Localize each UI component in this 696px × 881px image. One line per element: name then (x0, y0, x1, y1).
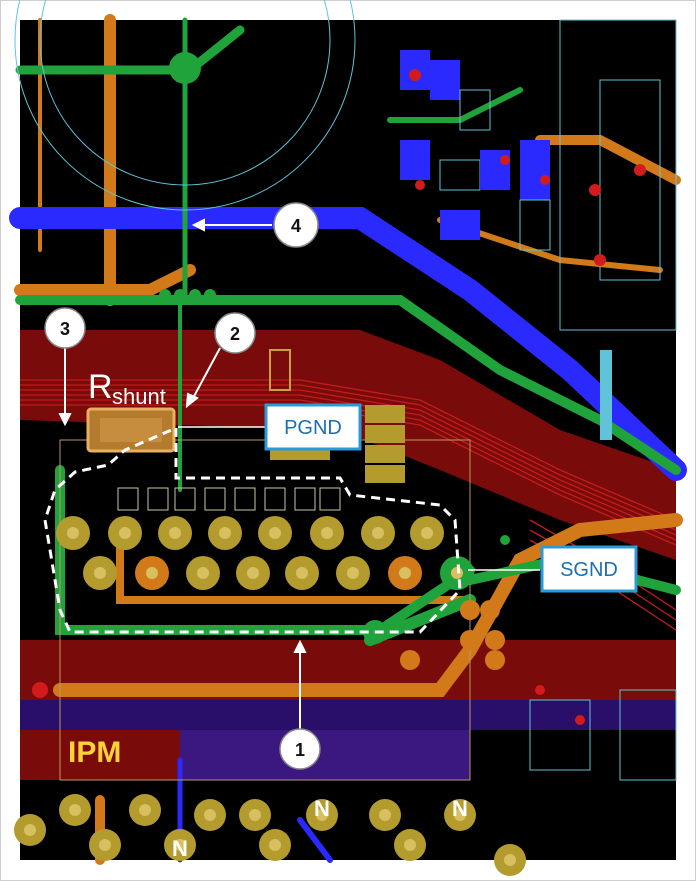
red-pour-upper (20, 330, 676, 560)
ipm-pin-hole (269, 527, 281, 539)
ipm-pin-hole (169, 527, 181, 539)
smd-components (269, 50, 677, 781)
ipm-pin-hole (94, 567, 106, 579)
ipm-pin-hole (219, 527, 231, 539)
ipm-pin-hole (321, 527, 333, 539)
ipm-pins (56, 516, 474, 590)
pgnd-label: PGND (284, 417, 342, 439)
rshunt-label-main: R (88, 368, 113, 406)
purple-ipm-region (180, 730, 470, 780)
ipm-small-pads (117, 487, 341, 511)
purple-pour (20, 700, 676, 730)
arrow-2 (191, 347, 221, 401)
rshunt-label-sub: shunt (112, 384, 166, 409)
callout-4-label: 4 (291, 216, 301, 236)
lower-pins (14, 794, 526, 876)
lower-pin-hole (504, 854, 516, 866)
ipm-pin-hole (372, 527, 384, 539)
n-labels: N N N (172, 796, 468, 861)
lower-pin-hole (69, 804, 81, 816)
callout-circles: 1 2 3 4 (44, 202, 321, 770)
lower-pin-hole (174, 839, 186, 851)
callout-arrows (58, 218, 540, 735)
callout-4: 4 (273, 202, 319, 248)
callout-1-label: 1 (295, 740, 305, 760)
lower-pin-hole (454, 809, 466, 821)
ipm-pin-hole (399, 567, 411, 579)
n-label-2: N (452, 796, 468, 821)
lower-pin-hole (24, 824, 36, 836)
callout-3-label: 3 (60, 319, 70, 339)
lower-pin-hole (204, 809, 216, 821)
callout-2: 2 (214, 312, 256, 354)
ipm-pin-hole (247, 567, 259, 579)
vias-orange (400, 600, 505, 670)
current-loop-path (43, 426, 462, 634)
pgnd-label-box: PGND (264, 403, 362, 451)
ipm-label: IPM (68, 736, 121, 769)
ipm-pin-hole (197, 567, 209, 579)
lower-pin-hole (99, 839, 111, 851)
shunt-resistor (86, 407, 176, 453)
ipm-pin-hole (347, 567, 359, 579)
callout-2-label: 2 (230, 324, 240, 344)
callout-1: 1 (279, 728, 321, 770)
lower-pin-hole (316, 809, 328, 821)
ipm-pin-hole (119, 527, 131, 539)
lower-pin-hole (404, 839, 416, 851)
n-label-1: N (314, 796, 330, 821)
ipm-pin-hole (146, 567, 158, 579)
ipm-pin-hole (67, 527, 79, 539)
ipm-pin-hole (421, 527, 433, 539)
sgnd-label-box: SGND (540, 545, 638, 593)
sgnd-label: SGND (560, 559, 618, 581)
ipm-pin-hole (296, 567, 308, 579)
n-label-3: N (172, 836, 188, 861)
lower-pin-hole (379, 809, 391, 821)
rshunt-label: R shunt (88, 368, 166, 409)
lower-pin-hole (249, 809, 261, 821)
lower-pin-hole (139, 804, 151, 816)
callout-3: 3 (44, 307, 86, 349)
lower-pin-hole (269, 839, 281, 851)
